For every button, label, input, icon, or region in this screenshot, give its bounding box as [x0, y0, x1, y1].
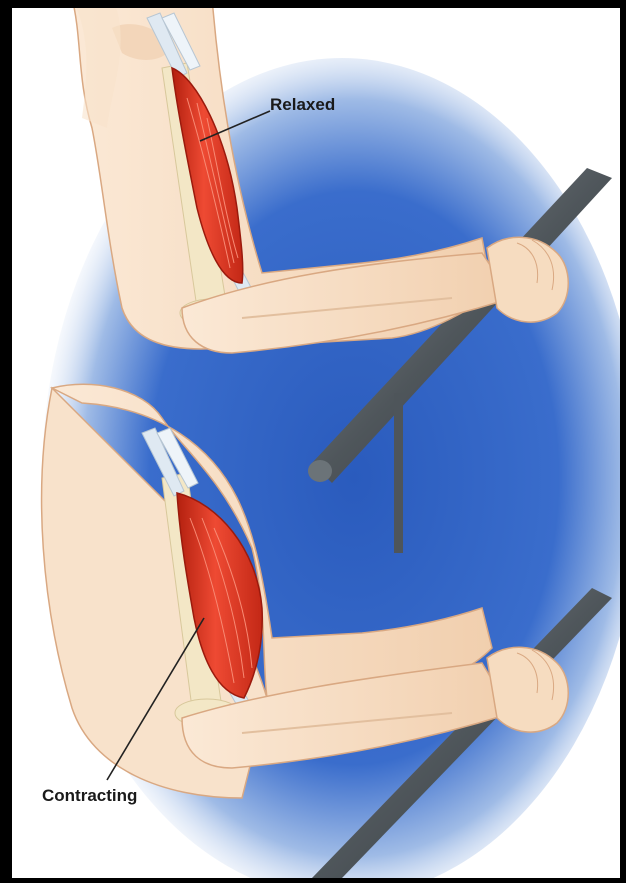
bar-top-end — [308, 460, 332, 482]
figure-frame: Relaxed Contracting — [12, 8, 620, 878]
biceps-illustration — [12, 8, 620, 878]
bar-pole — [394, 393, 403, 553]
label-contracting: Contracting — [42, 786, 137, 806]
label-relaxed: Relaxed — [270, 95, 335, 115]
